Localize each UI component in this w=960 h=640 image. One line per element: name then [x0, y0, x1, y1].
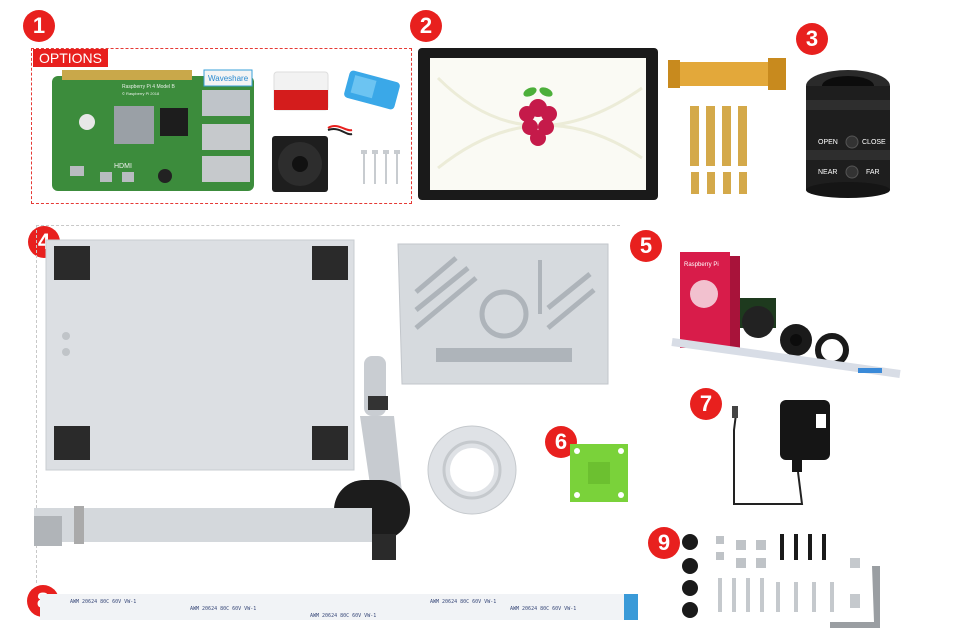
options-frame: [31, 48, 412, 204]
options-label: OPTIONS: [33, 49, 109, 67]
camera-box-text: Raspberry Pi: [684, 262, 719, 268]
aluminum-case-top-image: [397, 243, 609, 385]
badge-9: 9: [648, 527, 680, 559]
aluminum-base-plate-image: [45, 239, 355, 471]
flat-ribbon-cable-image: AWM 20624 80C 60V VW-1 AWM 20624 80C 60V…: [40, 594, 638, 620]
power-adapter-image: [732, 400, 830, 505]
lens-far-label: FAR: [866, 169, 880, 176]
fpc-label-3: AWM 20624 80C 60V VW-1: [310, 613, 376, 619]
screws-kit-image: [682, 534, 880, 628]
card-reader-image: [344, 70, 400, 110]
camera-arm-image: [34, 356, 410, 560]
badge-2: 2: [410, 10, 442, 42]
fpc-label-5: AWM 20624 80C 60V VW-1: [510, 606, 576, 612]
badge-5: 5: [630, 230, 662, 262]
fpc-label-2: AWM 20624 80C 60V VW-1: [190, 606, 256, 612]
badge-1: 1: [23, 10, 55, 42]
fpc-label-1: AWM 20624 80C 60V VW-1: [70, 599, 136, 605]
camera-lens-image: OPEN CLOSE NEAR FAR: [806, 70, 890, 198]
touch-display-image: [418, 48, 658, 200]
badge-7: 7: [690, 388, 722, 420]
badge-3: 3: [796, 23, 828, 55]
board-brand-text: Waveshare: [208, 74, 249, 83]
sd-card-image: [273, 71, 329, 111]
fpc-label-4: AWM 20624 80C 60V VW-1: [430, 599, 496, 605]
lens-open-label: OPEN: [818, 139, 838, 146]
board-hdmi-text: HDMI: [114, 163, 132, 170]
camera-kit-image: Raspberry Pi: [671, 252, 901, 378]
lens-near-label: NEAR: [818, 169, 837, 176]
raspberry-pi-board-image: Raspberry Pi 4 Model B © Raspberry Pi 20…: [52, 69, 254, 191]
board-copyright-text: © Raspberry Pi 2018: [122, 91, 160, 96]
lens-close-label: CLOSE: [862, 139, 886, 146]
fpc-flat-cable-image: [668, 58, 786, 90]
cooling-fan-image: [272, 125, 353, 192]
board-model-text: Raspberry Pi 4 Model B: [122, 84, 175, 90]
stand-frame: [36, 225, 620, 583]
lens-adapter-ring-image: [427, 425, 517, 515]
screws-small-image: [361, 150, 400, 184]
green-acrylic-plate-image: [570, 444, 628, 502]
standoffs-image: [690, 106, 747, 194]
